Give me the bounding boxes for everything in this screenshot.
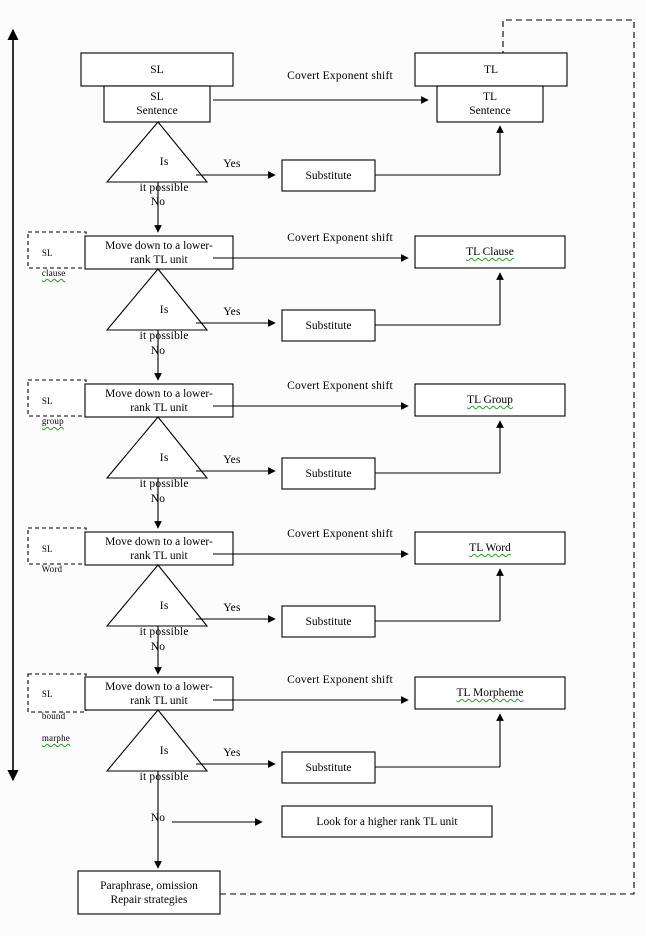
substitute-box-3: [281, 605, 376, 638]
substitute-box-0: [281, 159, 376, 192]
shift-label-1: Covert Exponent shift: [287, 232, 393, 244]
tl-target-box-4: [414, 676, 566, 710]
rank-label-line1: SL: [41, 396, 53, 406]
rank-label-line3: marphe: [41, 733, 70, 743]
decision-label-2: Is it possible: [108, 439, 208, 504]
decision-label-4: Is it possible: [108, 732, 208, 797]
tl-target-text: TL Clause: [466, 246, 514, 258]
decision-triangle-2: [105, 416, 209, 479]
tl-target-label-2: TL Group: [415, 384, 565, 416]
tl-sentence-label: TL Sentence: [469, 91, 511, 117]
decision-line2: it possible: [139, 330, 189, 342]
decision-line1: Is: [159, 156, 169, 168]
rank-label-line2: Word: [41, 564, 63, 574]
higher-rank-label: Look for a higher rank TL unit: [316, 815, 458, 828]
tl-sentence-box: [436, 85, 544, 123]
decision-label-0: Is it possible: [108, 143, 208, 208]
shift-label-3: Covert Exponent shift: [287, 528, 393, 540]
feedback-loop-dashed: [220, 19, 635, 895]
tl-target-label-3: TL Word: [415, 532, 565, 564]
rank-label-line1: SL: [41, 544, 53, 554]
decision-line1: Is: [159, 304, 169, 316]
rank-label-line2: clause: [41, 268, 66, 278]
rank-label-box-4: [27, 673, 87, 713]
shift-label-4: Covert Exponent shift: [287, 674, 393, 686]
tl-header-label: TL: [483, 63, 499, 76]
rank-label-3: SL Word: [32, 534, 84, 584]
move-down-label-2: Move down to a lower- rank TL unit: [105, 387, 213, 414]
yes-label-3: Yes: [223, 602, 241, 614]
decision-triangle-1: [105, 268, 209, 331]
decision-triangle-4: [105, 709, 209, 772]
sl-header-label: SL: [150, 63, 164, 76]
rank-label-line1: SL: [41, 689, 53, 699]
sl-sentence-box: [103, 85, 211, 123]
move-down-label-1: Move down to a lower- rank TL unit: [105, 239, 213, 266]
tl-target-text: TL Word: [469, 542, 511, 554]
move-down-box-1: [84, 235, 234, 270]
rank-label-2: SL group: [32, 386, 84, 436]
rank-label-box-2: [27, 379, 87, 417]
substitute-label-1: Substitute: [305, 319, 352, 332]
yes-label-2: Yes: [223, 454, 241, 466]
rank-label-line2: group: [41, 416, 64, 426]
tl-target-box-3: [414, 531, 566, 565]
no-label-2: No: [150, 493, 166, 505]
decision-line1: Is: [159, 600, 169, 612]
tl-target-text: TL Group: [467, 394, 513, 406]
decision-line1: Is: [159, 745, 169, 757]
move-down-box-2: [84, 383, 234, 418]
higher-rank-box: [281, 805, 493, 838]
move-down-box-3: [84, 531, 234, 566]
tl-target-label-1: TL Clause: [415, 236, 565, 268]
decision-triangle-3: [105, 564, 209, 627]
no-label-1: No: [150, 345, 166, 357]
substitute-box-2: [281, 457, 376, 490]
move-down-label-3: Move down to a lower- rank TL unit: [105, 535, 213, 562]
substitute-label-4: Substitute: [305, 761, 352, 774]
decision-line2: it possible: [139, 182, 189, 194]
substitute-box-4: [281, 751, 376, 784]
yes-label-4: Yes: [223, 747, 241, 759]
substitute-label-3: Substitute: [305, 615, 352, 628]
decision-label-1: Is it possible: [108, 291, 208, 356]
move-down-label-4: Move down to a lower- rank TL unit: [105, 680, 213, 707]
no-label-4: No: [150, 812, 166, 824]
decision-line1: Is: [159, 452, 169, 464]
yes-label-0: Yes: [223, 158, 241, 170]
rank-label-box-3: [27, 527, 87, 565]
decision-line2: it possible: [139, 626, 189, 638]
substitute-box-1: [281, 309, 376, 342]
repair-box: [77, 870, 221, 915]
no-label-0: No: [150, 196, 166, 208]
rank-label-4: SL bound marphe: [32, 678, 84, 755]
no-label-3: No: [150, 641, 166, 653]
rank-label-box-1: [27, 231, 87, 269]
tl-target-box-1: [414, 235, 566, 269]
tl-target-text: TL Morpheme: [456, 687, 524, 699]
rank-label-line1: SL: [41, 248, 53, 258]
yes-label-1: Yes: [223, 306, 241, 318]
decision-label-3: Is it possible: [108, 587, 208, 652]
decision-triangle-0: [105, 121, 209, 183]
substitute-label-2: Substitute: [305, 467, 352, 480]
tl-target-label-4: TL Morpheme: [415, 677, 565, 709]
rank-label-1: SL clause: [32, 238, 84, 288]
rank-label-line2: bound: [41, 711, 66, 721]
decision-line2: it possible: [139, 771, 189, 783]
decision-line2: it possible: [139, 478, 189, 490]
tl-target-box-2: [414, 383, 566, 417]
shift-label-2: Covert Exponent shift: [287, 380, 393, 392]
substitute-label-0: Substitute: [305, 169, 352, 182]
repair-label: Paraphrase, omission Repair strategies: [100, 879, 198, 906]
sl-sentence-label: SL Sentence: [136, 91, 178, 117]
shift-label-0: Covert Exponent shift: [287, 70, 393, 82]
move-down-box-4: [84, 676, 234, 711]
